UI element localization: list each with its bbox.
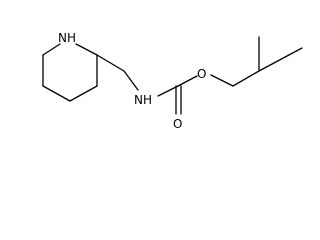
- chemical-structure-diagram: NH NH O O: [42, 31, 303, 131]
- bond-ch-methyl-right: [258, 47, 303, 72]
- carbonyl-oxygen-label: O: [173, 117, 182, 131]
- bond-nh-carbonyl: [157, 85, 179, 97]
- ring-nitrogen-label: NH: [58, 31, 76, 45]
- bond-ch2-nh: [123, 70, 139, 91]
- ring-bond-c4-c5: [42, 85, 71, 102]
- ester-oxygen-label: O: [197, 67, 206, 81]
- piperidine-ring: [42, 43, 98, 102]
- ring-bond-c3-c4: [69, 85, 98, 102]
- ring-bond-c6-n: [42, 43, 61, 56]
- bond-carbonyl-ester-o: [177, 75, 198, 87]
- amide-nitrogen-label: NH: [134, 93, 152, 107]
- bond-ch2-ch: [232, 70, 260, 87]
- side-chain: [96, 36, 303, 115]
- bond-c2-ch2: [96, 54, 125, 72]
- bond-ester-o-ch2: [210, 74, 234, 87]
- ring-bond-n-c2: [75, 43, 98, 56]
